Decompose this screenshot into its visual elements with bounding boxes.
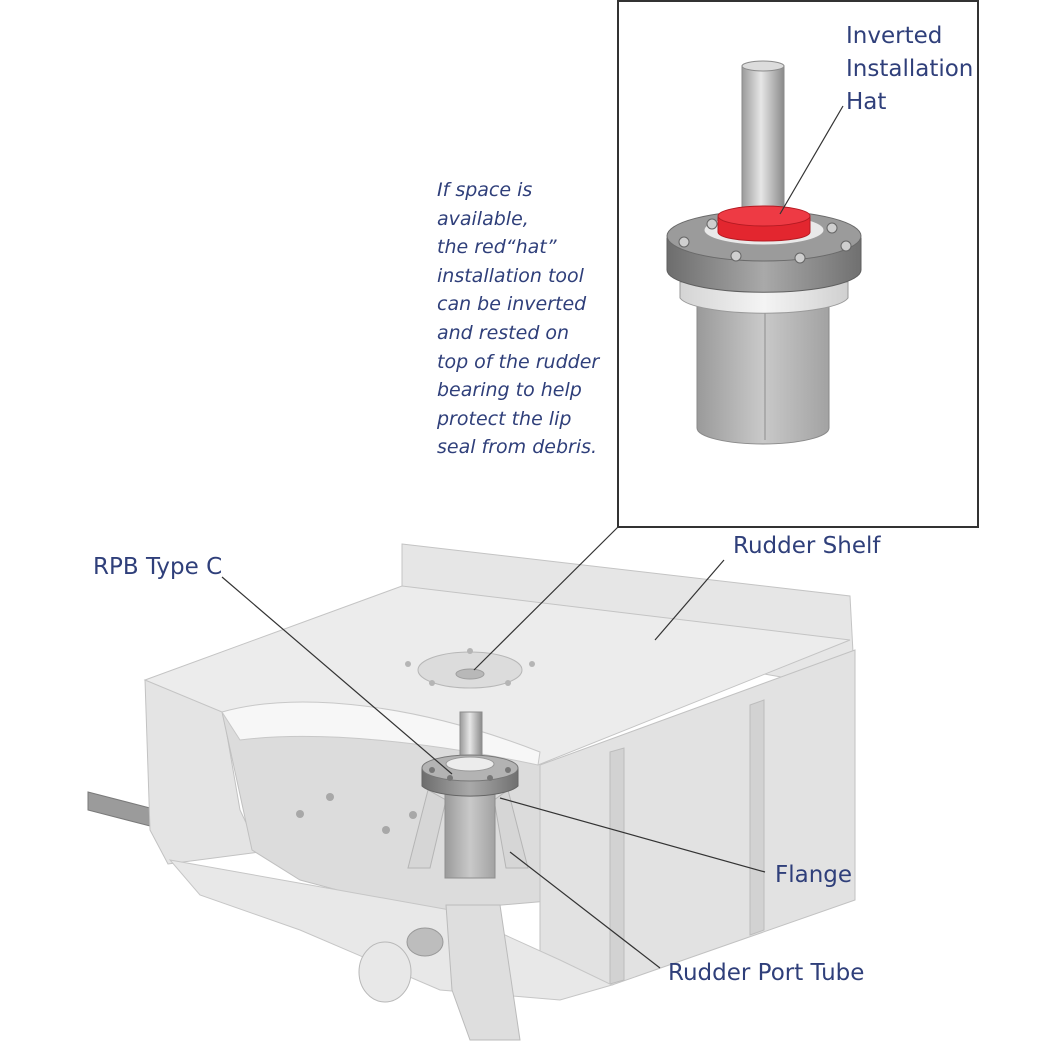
- note-line: available,: [437, 207, 529, 230]
- note-line: seal from debris.: [437, 436, 598, 459]
- label-rpb-type-c: RPB Type C: [93, 554, 223, 580]
- label-rudder-shelf: Rudder Shelf: [733, 533, 881, 559]
- installation-note: If space is available, the red“hat” inst…: [437, 176, 627, 462]
- inset-shaft-top: [741, 60, 785, 72]
- flange-bolt: [447, 775, 453, 781]
- leader-flange: [499, 797, 766, 873]
- flange-bolt: [487, 775, 493, 781]
- inset-title-line: Inverted: [846, 23, 943, 49]
- floor-bolt: [296, 810, 304, 818]
- propeller-shaft: [87, 791, 151, 827]
- floor-bolt: [326, 793, 334, 801]
- note-line: If space is: [437, 179, 533, 201]
- label-flange: Flange: [775, 862, 853, 888]
- inset-flange-bolt: [840, 240, 852, 252]
- inset-title-line: Hat: [846, 89, 887, 115]
- leader-inverted-hat: [779, 105, 844, 215]
- note-line: bearing to help: [437, 379, 582, 402]
- floor-bolt: [409, 811, 417, 819]
- rudder-blade: [445, 904, 521, 1041]
- inset-title: Inverted Installation Hat: [846, 20, 973, 119]
- hull-frame-1: [609, 747, 625, 985]
- rudder-port-tube: [444, 789, 496, 879]
- floor-bolt: [382, 826, 390, 834]
- inset-flange-bolt: [706, 218, 718, 230]
- inset-flange-bolt: [794, 252, 806, 264]
- rudder-port-assembly: [407, 711, 529, 879]
- flange-bolt: [429, 767, 435, 773]
- support-bracket: [407, 789, 447, 869]
- inset-flange-bolt: [678, 236, 690, 248]
- note-line: and rested on: [437, 321, 570, 344]
- leader-rpb-type-c: [221, 576, 453, 775]
- shelf-bolt-hole: [467, 648, 473, 654]
- shelf-bolt-hole: [429, 680, 435, 686]
- leader-rudder-shelf: [654, 559, 725, 641]
- shelf-bolt-hole: [505, 680, 511, 686]
- flange-bolt: [505, 767, 511, 773]
- propeller-hub: [358, 941, 412, 1003]
- note-line: the red“hat”: [437, 236, 557, 259]
- label-rudder-port-tube: Rudder Port Tube: [668, 960, 865, 986]
- leader-rudder-port-tube: [509, 851, 661, 969]
- hull-frame-2: [749, 699, 765, 936]
- leader-inset-to-shelf: [473, 526, 619, 671]
- inset-red-hat-top: [717, 205, 811, 227]
- inset-shaft: [741, 65, 785, 227]
- note-line: protect the lip: [437, 407, 572, 430]
- propeller-cone: [406, 927, 444, 957]
- inset-bearing-illustration: [666, 60, 862, 445]
- shelf-bolt-hole: [405, 661, 411, 667]
- shelf-bolt-hole: [529, 661, 535, 667]
- note-line: can be inverted: [437, 293, 587, 316]
- bearing-collar: [445, 756, 495, 772]
- inset-flange-bolt: [826, 222, 838, 234]
- leader-lines: [221, 105, 844, 969]
- note-line: top of the rudder: [437, 350, 600, 373]
- support-bracket: [493, 789, 529, 869]
- inset-title-line: Installation: [846, 56, 974, 82]
- inset-flange-bolt: [730, 250, 742, 262]
- note-line: installation tool: [437, 264, 584, 287]
- inset-lower-tube: [696, 299, 830, 445]
- shelf-bearing-hole-inner: [455, 668, 485, 680]
